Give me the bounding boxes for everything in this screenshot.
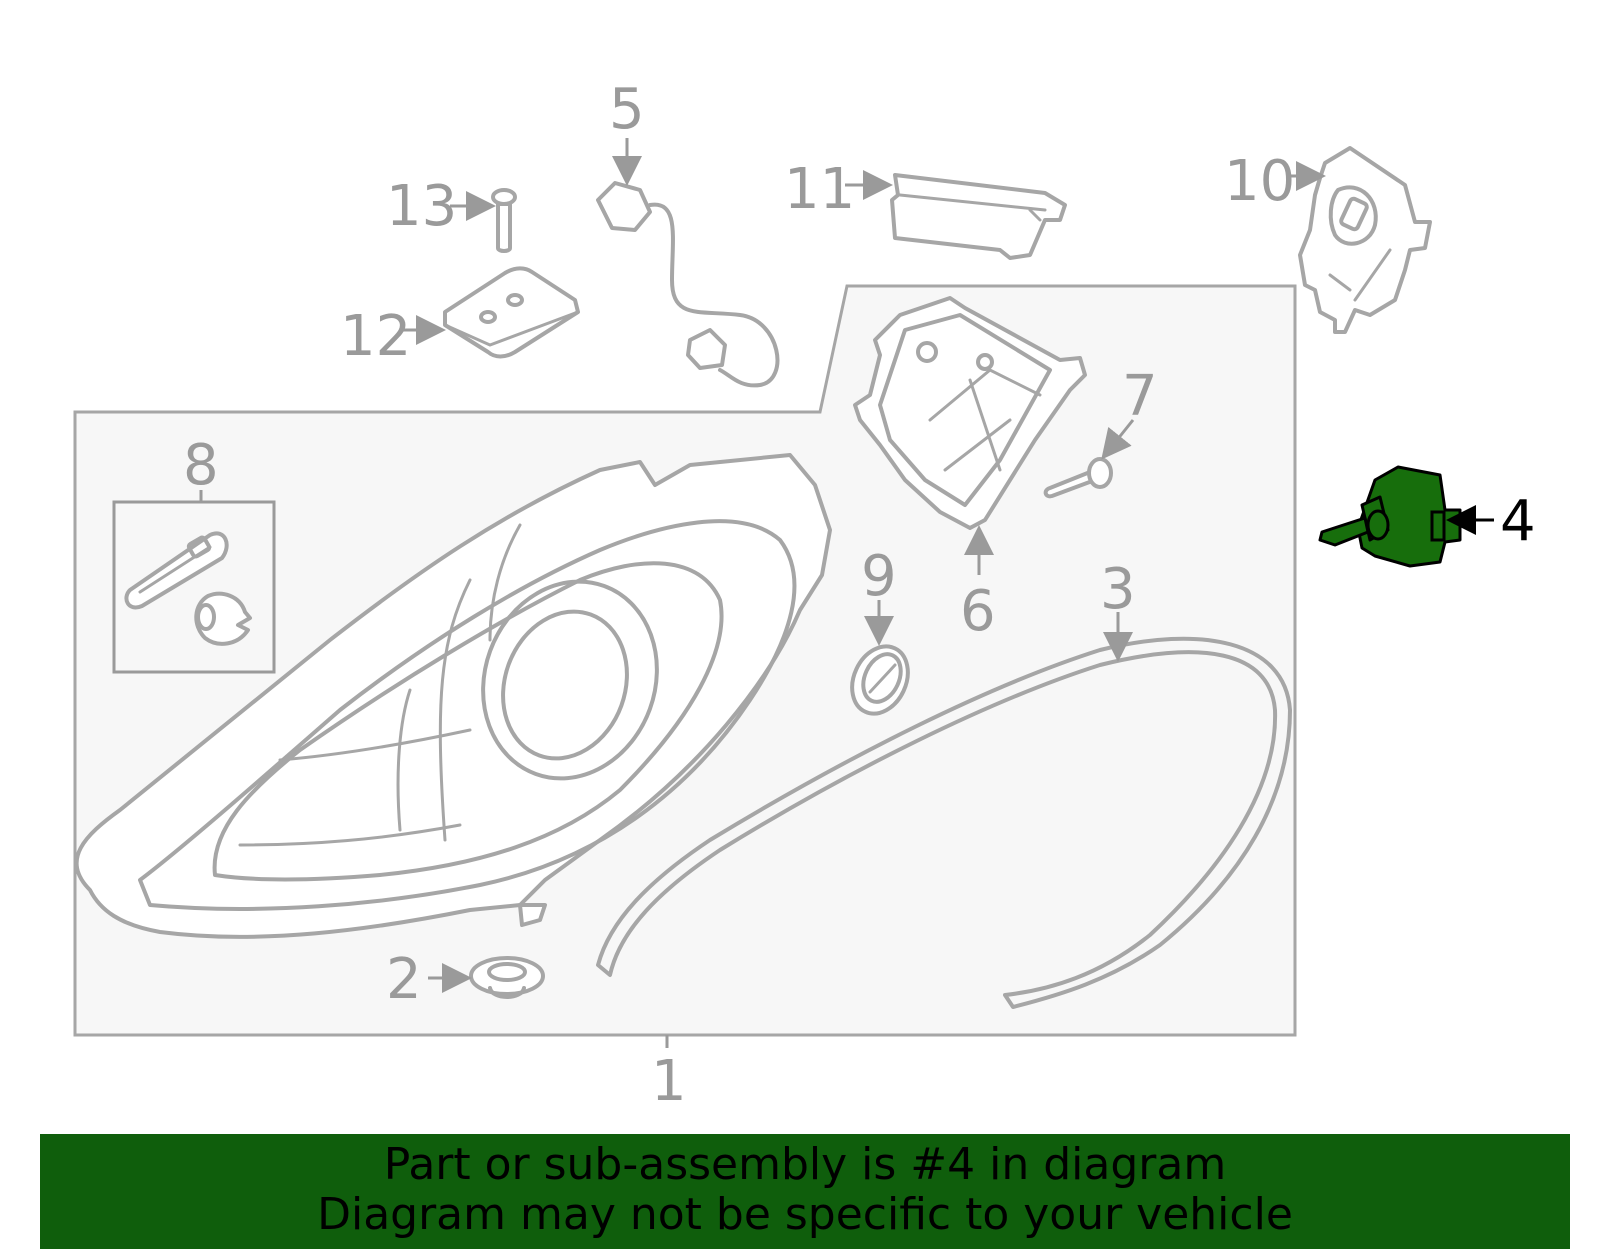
lamp-module-part [890,173,1067,260]
callout-6: 6 [960,579,996,644]
callout-2: 2 [386,947,422,1012]
callout-11: 11 [784,157,855,222]
cap-part [850,644,910,716]
screw-part [1043,457,1113,499]
info-banner: Part or sub-assembly is #4 in diagram Di… [40,1134,1570,1249]
seal-part [596,636,1292,1009]
adjuster-bracket-part [124,531,229,610]
clip-part [194,591,252,646]
callout-4: 4 [1500,489,1536,554]
bracket-part [1298,146,1432,334]
socket-part-highlighted[interactable] [1318,465,1462,568]
bolt-part [491,188,517,253]
callout-9: 9 [861,544,897,609]
banner-line-1: Part or sub-assembly is #4 in diagram [383,1139,1227,1190]
callout-3: 3 [1100,557,1136,622]
banner-line-2: Diagram may not be specific to your vehi… [317,1189,1293,1240]
callout-7-arrow [1101,419,1135,460]
wiring-harness-part [596,181,780,388]
headlamp-assembly [74,453,832,939]
callout-8-box [112,500,276,674]
callout-5: 5 [609,77,645,142]
callout-7: 7 [1122,364,1158,429]
callout-12: 12 [340,304,411,369]
callout-10: 10 [1224,149,1295,214]
module-part [443,266,580,359]
callout-13: 13 [386,174,457,239]
callout-8: 8 [183,433,219,498]
callout-1: 1 [651,1049,687,1114]
